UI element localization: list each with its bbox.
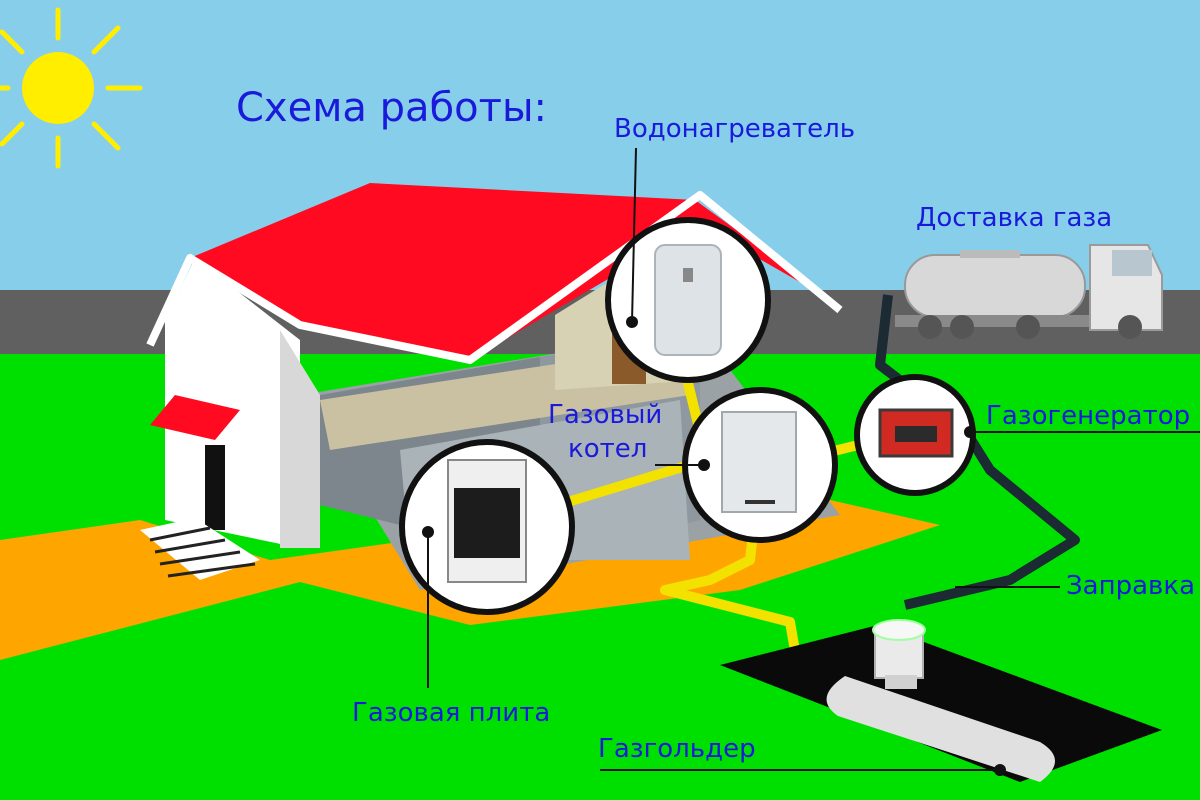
gas-boiler-circle [682,387,838,543]
label-water-heater: Водонагреватель [614,114,856,144]
refuel-hose [875,294,1080,610]
water-heater-circle [605,217,771,383]
label-refueling: Заправка [1066,571,1195,601]
leader-lines [427,147,1200,771]
label-gas-stove: Газовая плита [352,698,551,728]
diagram-title: Схема работы: [236,85,548,131]
connector-dots [422,316,1006,776]
gas-holder [720,619,1162,782]
label-gas-holder: Газгольдер [598,734,756,764]
label-gas-delivery: Доставка газа [916,203,1113,233]
gas-stove-circle [399,439,575,615]
label-gas-generator: Газогенератор [986,401,1191,431]
label-gas-boiler-line1: Газовый [548,400,663,430]
gas-generator-circle [854,374,976,496]
label-gas-boiler-line2: котел [568,434,648,464]
sun-icon [0,7,143,169]
gas-boiler-icon [721,411,797,513]
water-heater-icon [654,244,722,356]
gas-truck-icon [895,244,1163,339]
